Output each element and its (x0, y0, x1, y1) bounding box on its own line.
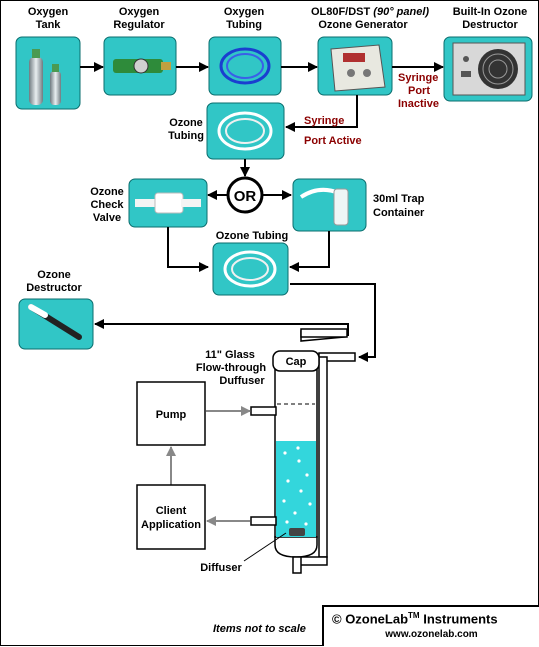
ozone-tubing-top-label-2: Tubing (168, 130, 204, 142)
tank-cylinder-small (50, 71, 61, 105)
ozone-check-valve: Ozone Check Valve (90, 178, 208, 228)
oxygen-tubing-label-2: Tubing (226, 19, 262, 31)
glass-diffuser: 11" Glass Flow-through Duffuser Cap (196, 328, 356, 574)
glass-diffuser-label-2: Flow-through (196, 362, 267, 374)
diffuser-stone (289, 528, 305, 536)
client-application: Client Application (136, 484, 206, 550)
ozone-destructor-label-2: Destructor (26, 282, 82, 294)
trap-container-label-1: 30ml Trap (373, 193, 425, 205)
client-application-label-2: Application (141, 519, 201, 531)
cap-label: Cap (286, 356, 307, 368)
check-valve-label-1: Ozone (90, 186, 124, 198)
diffuser-label: Diffuser (200, 562, 242, 574)
oxygen-tank: Oxygen Tank (15, 6, 81, 110)
oxygen-tubing: Oxygen Tubing (208, 6, 282, 96)
syringe-port-inactive-2: Port (408, 85, 430, 97)
diffuser-pointer (243, 532, 287, 562)
bubbles (282, 446, 312, 526)
pump-box (136, 381, 206, 446)
oxygen-regulator: Oxygen Regulator (103, 6, 177, 96)
or-text: OR (234, 188, 257, 205)
check-valve-label-3: Valve (93, 212, 121, 224)
builtin-destructor-label-1: Built-In Ozone (453, 6, 528, 18)
pump-label: Pump (156, 409, 187, 421)
pump-port (250, 406, 277, 416)
client-port (250, 516, 277, 526)
oxygen-tank-label-2: Tank (36, 19, 62, 31)
trap-container-label-2: Container (373, 207, 425, 219)
arrow-generator-to-ozone-tubing (285, 95, 358, 132)
copyright-text: © OzoneLabTM Instruments (332, 611, 498, 627)
glass-diffuser-label-3: Duffuser (219, 375, 265, 387)
arrow-check-valve-to-tubing (167, 227, 209, 272)
generator-label-2: Ozone Generator (318, 19, 408, 31)
client-application-label-1: Client (156, 505, 187, 517)
ozone-destructor-label-1: Ozone (37, 269, 71, 281)
arrow-tubing-to-diffuser (290, 283, 376, 362)
liquid-fill (276, 441, 316, 536)
builtin-ozone-destructor: Built-In Ozone Destructor (443, 6, 533, 102)
syringe-port-inactive-3: Inactive (398, 98, 439, 110)
client-application-box (136, 484, 206, 550)
glass-diffuser-label-1: 11" Glass (205, 349, 255, 361)
regulator-label-1: Oxygen (119, 6, 160, 18)
oxygen-tank-photo (15, 36, 81, 110)
cap (272, 350, 320, 372)
regulator-label-2: Regulator (113, 19, 165, 31)
scale-note: Items not to scale (213, 623, 306, 635)
blue-tubing-coil (219, 47, 271, 85)
syringe-port-active-2: Port Active (304, 135, 362, 147)
check-valve-label-2: Check (90, 199, 124, 211)
copyright-box: © OzoneLabTM Instruments www.ozonelab.co… (322, 605, 539, 646)
ozone-tubing-mid-label: Ozone Tubing (216, 230, 289, 242)
oxygen-tubing-label-1: Oxygen (224, 6, 265, 18)
arrow-trap-to-tubing (289, 231, 330, 272)
trap-container: 30ml Trap Container (292, 178, 425, 232)
syringe-port-active-1: Syringe (304, 115, 344, 127)
ozone-tubing-top-label-1: Ozone (169, 117, 203, 129)
ozone-tubing-mid: Ozone Tubing (212, 230, 289, 296)
tank-cylinder-large (29, 57, 43, 105)
oxygen-tank-label-1: Oxygen (28, 6, 69, 18)
pump: Pump (136, 381, 206, 446)
inlet-tube (318, 356, 328, 558)
arrow-diffuser-to-destructor (94, 319, 349, 336)
or-junction: OR (226, 176, 264, 214)
generator-label-1: OL80F/DST (90° panel) (311, 6, 429, 18)
ozone-tubing-top: Ozone Tubing (168, 102, 285, 160)
fan-grille (478, 49, 518, 89)
trap-container-photo (292, 178, 367, 232)
website-text: www.ozonelab.com (385, 629, 478, 640)
ozone-destructor: Ozone Destructor (18, 269, 94, 350)
ozone-generator: OL80F/DST (90° panel) Ozone Generator (311, 6, 429, 96)
syringe-port-inactive-1: Syringe (398, 72, 438, 84)
builtin-destructor-label-2: Destructor (462, 19, 518, 31)
